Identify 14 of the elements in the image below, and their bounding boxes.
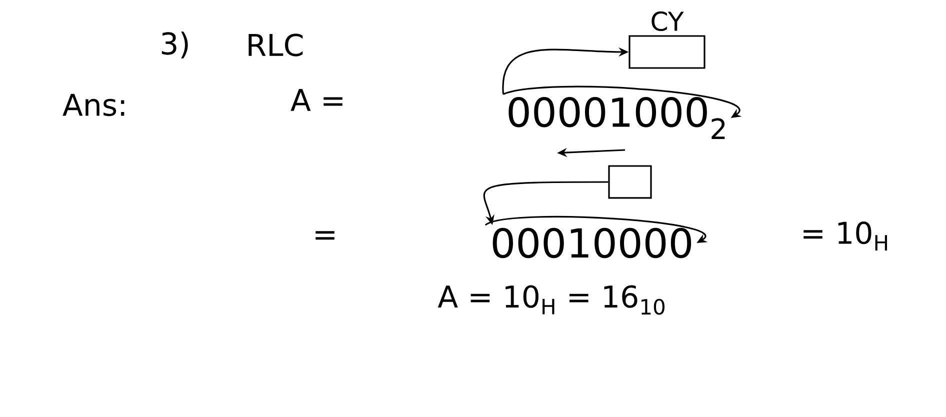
handwritten-text: 3): [162, 32, 188, 58]
register-box: CY: [628, 11, 706, 69]
register-box: [608, 165, 652, 199]
handwritten-text: A = 10$_{H}$ = 16$_{10}$: [438, 285, 664, 315]
handwritten-text: = 10$_{H}$: [804, 221, 887, 250]
curved-arrow: [485, 216, 708, 243]
node-label: CY: [652, 11, 684, 32]
handwritten-text: A =: [290, 89, 342, 111]
handwritten-text: Ans:: [62, 94, 124, 116]
bit-string: 00010000: [492, 228, 692, 258]
handwritten-text: RLC: [248, 34, 303, 56]
curved-arrow: [503, 86, 742, 118]
bit-string: 00001000$_{2}$: [508, 97, 725, 139]
handwritten-text: =: [316, 231, 334, 240]
